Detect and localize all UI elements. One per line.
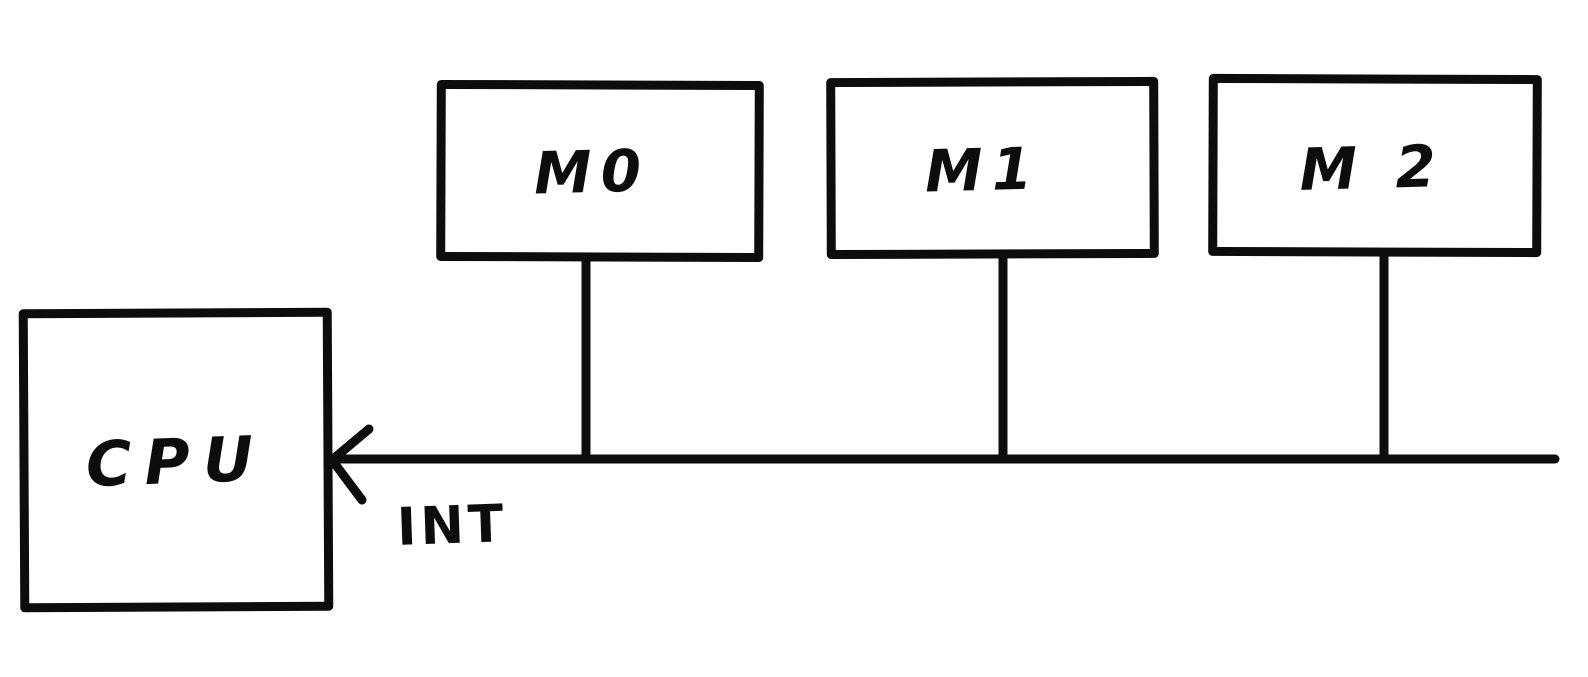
- cpu-label: CPU: [85, 422, 268, 501]
- node-m1: M1: [826, 76, 1159, 260]
- m1-box: [826, 76, 1159, 260]
- node-m2: M 2: [1208, 73, 1542, 258]
- node-m0: M0: [436, 79, 764, 263]
- arrowhead-into-cpu-icon: [325, 424, 374, 505]
- m2-label: M 2: [1299, 132, 1446, 204]
- cpu-box: [18, 307, 334, 613]
- m2-box: [1208, 73, 1542, 258]
- m0-label: M0: [533, 136, 651, 207]
- m1-label: M1: [924, 134, 1042, 205]
- node-cpu: CPU: [18, 307, 334, 613]
- m0-box: [436, 79, 764, 263]
- int-edge-label: INT: [396, 494, 508, 558]
